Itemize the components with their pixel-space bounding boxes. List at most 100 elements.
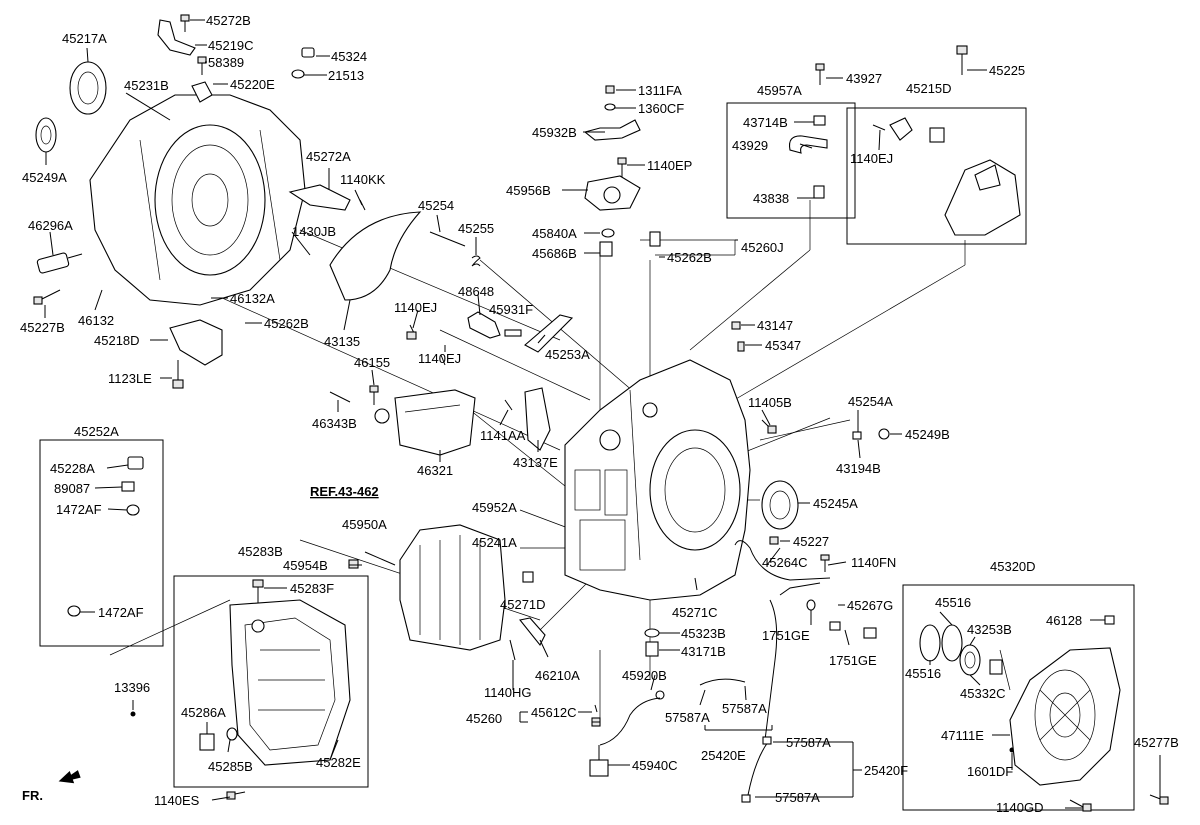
label-46296A: 46296A (28, 218, 73, 233)
label-43171B: 43171B (681, 644, 726, 659)
label-43135: 43135 (324, 334, 360, 349)
label-45260: 45260 (466, 711, 502, 726)
label-45272A: 45272A (306, 149, 351, 164)
label-1751GE: 1751GE (829, 653, 877, 668)
callout-leaders (44, 19, 1161, 809)
bushings-45840A-45686B (599, 228, 615, 257)
label-45215D: 45215D (906, 81, 952, 96)
label-45950A: 45950A (342, 517, 387, 532)
box-45320D (902, 584, 1135, 811)
label-46210A: 46210A (535, 668, 580, 683)
label-45231B: 45231B (124, 78, 169, 93)
label-43253B: 43253B (967, 622, 1012, 637)
label-43838: 43838 (753, 191, 789, 206)
label-1140FN: 1140FN (851, 555, 896, 570)
fitting-45323B (644, 628, 660, 657)
label-11405B: 11405B (748, 395, 792, 410)
label-45219C: 45219C (208, 38, 254, 53)
label-45516: 45516 (935, 595, 971, 610)
label-45940C: 45940C (632, 758, 678, 773)
parts-45957A (788, 115, 828, 199)
label-45323B: 45323B (681, 626, 726, 641)
label-46155: 46155 (354, 355, 390, 370)
label-45255: 45255 (458, 221, 494, 236)
switch-45956B (584, 175, 641, 211)
seal-45217A (69, 61, 107, 115)
bracket-45272A (288, 184, 351, 211)
label-43194B: 43194B (836, 461, 881, 476)
label-1123LE: 1123LE (108, 371, 152, 386)
mount-45215D (889, 117, 1021, 236)
label-45245A: 45245A (813, 496, 858, 511)
label-45612C: 45612C (531, 705, 577, 720)
seal-45245A (761, 480, 799, 530)
label-45954B: 45954B (283, 558, 328, 573)
label-45254A: 45254A (848, 394, 893, 409)
cover-45320D (919, 624, 1121, 786)
label-1140KK: 1140KK (340, 172, 386, 187)
label-45254: 45254 (418, 198, 454, 213)
label-1751GE: 1751GE (762, 628, 810, 643)
label-57587A: 57587A (775, 790, 820, 805)
spring-45255 (471, 255, 481, 267)
label-45252A: 45252A (74, 424, 119, 439)
label-45920B: 45920B (622, 668, 667, 683)
strainer-46321 (374, 389, 476, 456)
label-43929: 43929 (732, 138, 768, 153)
pin-45254 (429, 231, 466, 247)
label-45225: 45225 (989, 63, 1025, 78)
oil-pan (199, 599, 351, 766)
label-45227: 45227 (793, 534, 829, 549)
plate-43137E (524, 387, 551, 451)
label-45283B: 45283B (238, 544, 283, 559)
bracket-45218D (169, 319, 223, 366)
label-45241A: 45241A (472, 535, 517, 550)
sensor-46296A (36, 252, 83, 274)
label-58389: 58389 (208, 55, 244, 70)
label-1140EJ: 1140EJ (850, 151, 893, 166)
label-1140EJ: 1140EJ (418, 351, 461, 366)
label-1311FA: 1311FA (638, 83, 682, 98)
part-number-labels: 45217A 45272B 45219C 58389 45220E 45324 … (20, 13, 1179, 815)
bracket-45220E (191, 81, 213, 103)
label-45217A: 45217A (62, 31, 107, 46)
label-45277B: 45277B (1134, 735, 1179, 750)
label-57587A: 57587A (722, 701, 767, 716)
label-45218D: 45218D (94, 333, 140, 348)
label-1472AF: 1472AF (56, 502, 102, 517)
converter-housing (89, 94, 306, 306)
label-45262B: 45262B (264, 316, 309, 331)
label-25420F: 25420F (864, 763, 908, 778)
label-1140ES: 1140ES (154, 793, 200, 808)
label-45840A: 45840A (532, 226, 577, 241)
label-45260J: 45260J (741, 240, 784, 255)
label-45249B: 45249B (905, 427, 950, 442)
label-45952A: 45952A (472, 500, 517, 515)
label-1140GD: 1140GD (996, 800, 1043, 815)
label-45332C: 45332C (960, 686, 1006, 701)
label-45931F: 45931F (489, 302, 533, 317)
fr-label: FR. (22, 788, 43, 803)
label-21513: 21513 (328, 68, 364, 83)
label-25420E: 25420E (701, 748, 746, 763)
label-43927: 43927 (846, 71, 882, 86)
label-45262B: 45262B (667, 250, 712, 265)
front-arrow-icon (58, 770, 81, 784)
label-45227B: 45227B (20, 320, 65, 335)
sensor-45920B (589, 690, 665, 777)
label-45282E: 45282E (316, 755, 361, 770)
label-45283F: 45283F (290, 581, 334, 596)
label-45228A: 45228A (50, 461, 95, 476)
label-57587A: 57587A (665, 710, 710, 725)
label-45267G: 45267G (847, 598, 893, 613)
label-1140HG: 1140HG (484, 685, 531, 700)
label-45957A: 45957A (757, 83, 802, 98)
label-57587A: 57587A (786, 735, 831, 750)
label-43714B: 43714B (743, 115, 788, 130)
cooler-lines (699, 540, 831, 803)
tube-46343B (329, 391, 351, 403)
ref-label: REF.43-462 (310, 484, 379, 499)
label-46132: 46132 (78, 313, 114, 328)
